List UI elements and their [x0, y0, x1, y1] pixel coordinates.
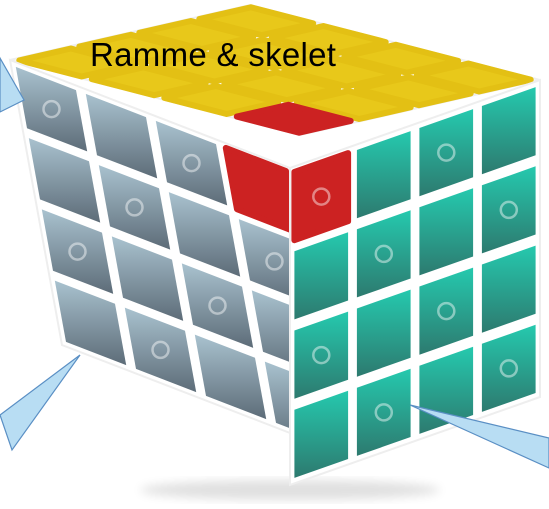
right-tile-highlighted — [294, 153, 348, 240]
callout-bottom-left — [0, 355, 80, 450]
diagram-title: Ramme & skelet — [90, 38, 336, 71]
